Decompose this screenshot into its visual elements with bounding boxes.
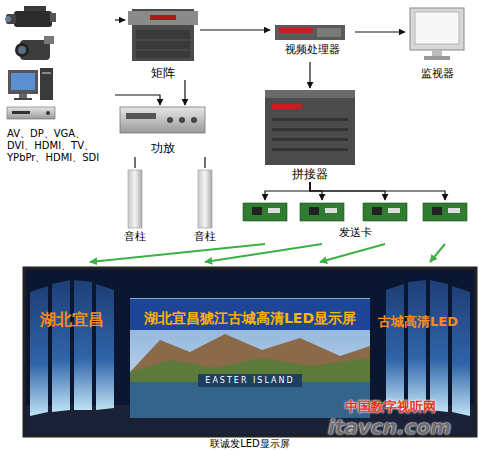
signal-arrow <box>204 157 205 168</box>
node-label: 功放 <box>151 141 175 155</box>
signal-arrow <box>134 157 135 168</box>
processor-node: 视频处理器 <box>270 22 355 62</box>
green-arrow <box>90 244 265 262</box>
node-label: 视频处理器 <box>285 43 340 56</box>
amplifier-device <box>120 107 205 133</box>
led-display-photo <box>24 268 476 436</box>
camcorder-icon <box>15 36 54 60</box>
screen-side-text: 湖北宜昌 <box>40 312 104 328</box>
green-arrow <box>430 244 445 262</box>
sender-card <box>243 203 467 221</box>
signal-arrow <box>200 29 270 30</box>
signal-arrow <box>115 19 125 20</box>
matrix-device <box>128 9 198 61</box>
node-label: 发送卡 <box>339 226 372 239</box>
green-arrow <box>320 244 385 262</box>
signal-arrow <box>309 62 310 88</box>
splicer-device <box>265 90 355 165</box>
watermark: 中国数字视听网 <box>345 400 436 413</box>
speaker-column <box>128 170 212 228</box>
node-label: 音柱 <box>124 230 146 243</box>
speaker-node: 音柱 <box>118 168 152 244</box>
video-processor-device <box>275 25 345 40</box>
node-label: 矩阵 <box>151 66 175 80</box>
signal-arrow <box>115 95 160 105</box>
source-group: AV、DP、VGA、 DVI、HDMI、TV、 YPbPr、HDMI、SDI <box>3 4 115 164</box>
watermark: itavcn.com <box>328 417 451 437</box>
signal-arrow <box>265 182 310 200</box>
node-label: 音柱 <box>194 230 216 243</box>
monitor-node: 监视器 <box>405 5 470 83</box>
sender-card-node: 发送卡 <box>235 200 470 244</box>
matrix-node: 矩阵 <box>125 8 200 80</box>
screen-side-text: 古城高清LED <box>378 315 458 328</box>
node-label: EASTER ISLAND <box>205 376 294 386</box>
splicer-node: 拼接器 <box>262 88 358 182</box>
dvd-player-icon <box>7 107 55 119</box>
signal-arrow <box>310 182 445 200</box>
node-label: 监视器 <box>421 67 454 80</box>
signal-arrow <box>355 31 405 32</box>
speaker-node: 音柱 <box>188 168 222 244</box>
monitor-icon <box>410 8 464 60</box>
node-label: 湖北宜昌猇江古城高清LED显示屏 <box>144 310 356 327</box>
computer-icon <box>8 68 53 100</box>
camcorder-icon <box>5 6 56 27</box>
signal-arrow <box>184 80 185 105</box>
node-label: 拼接器 <box>292 167 328 181</box>
node-label: 联诚发LED显示屏 <box>210 438 290 450</box>
amplifier-node: 功放 <box>115 105 210 157</box>
green-arrow <box>205 244 322 262</box>
node-label: AV、DP、VGA、 DVI、HDMI、TV、 YPbPr、HDMI、SDI <box>7 128 113 164</box>
